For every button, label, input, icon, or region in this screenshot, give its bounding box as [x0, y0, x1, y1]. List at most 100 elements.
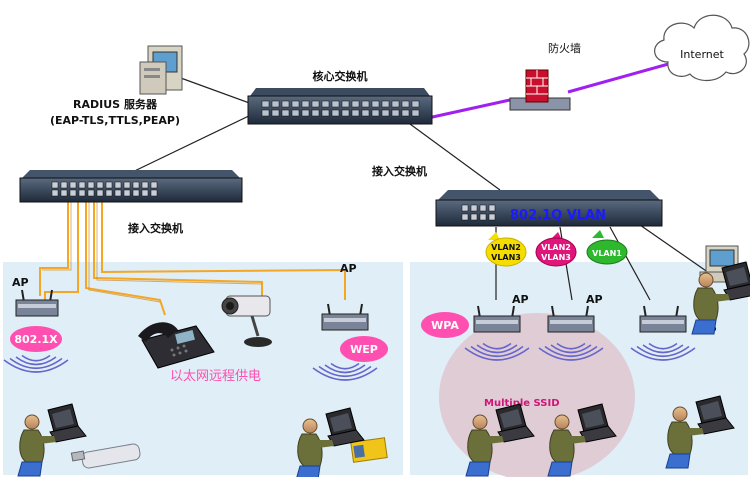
laptop-user	[547, 403, 617, 477]
radius-label-line2: (EAP-TLS,TTLS,PEAP)	[50, 114, 180, 127]
laptop-display	[582, 409, 604, 428]
vlan-tag-2: VLAN2 VLAN3	[535, 232, 577, 267]
switch-port	[301, 100, 310, 108]
vlan-tag-2-line1: VLAN2	[541, 243, 571, 252]
switch-port	[78, 181, 86, 189]
switch-port	[261, 100, 270, 108]
ip-phone	[138, 322, 215, 369]
ap-left-label: AP	[12, 276, 29, 289]
switch-port	[381, 109, 390, 117]
switch-port	[331, 109, 340, 117]
switch-port	[114, 189, 122, 197]
switch-port	[488, 204, 496, 212]
switch-port	[87, 189, 95, 197]
switch-port	[381, 100, 390, 108]
wifi-waves	[3, 342, 696, 381]
poe-caption: 以太网远程供电	[170, 369, 261, 384]
switch-port	[371, 109, 380, 117]
switch-port	[132, 189, 140, 197]
switch-port	[141, 181, 149, 189]
wifi-wave-arc	[324, 364, 366, 374]
multiple-ssid-label: Multiple SSID	[484, 398, 560, 409]
wifi-wave-arc	[3, 359, 69, 373]
user-arm	[38, 436, 56, 444]
user-chair	[691, 319, 717, 335]
wifi-wave-arc	[636, 345, 690, 358]
switch-port	[488, 213, 496, 221]
wifi-wave-arc	[330, 362, 360, 370]
switch-port	[311, 100, 320, 108]
wifi-wave-arc	[642, 344, 684, 354]
switch-port	[479, 213, 487, 221]
radius-label-line1: RADIUS 服务器	[73, 97, 158, 111]
core-switch-label: 核心交换机	[313, 69, 368, 83]
switch-port	[301, 109, 310, 117]
laptop-display	[52, 409, 74, 428]
firewall-label: 防火墙	[548, 41, 581, 55]
laptop-display	[330, 413, 352, 432]
core-switch-ports	[261, 100, 420, 117]
switch-port	[60, 189, 68, 197]
wifi-wave-arc	[464, 347, 530, 361]
switch-port	[461, 204, 469, 212]
switch-port	[411, 109, 420, 117]
switch-port	[479, 204, 487, 212]
poe-cables-dark	[42, 200, 263, 303]
user-body	[667, 421, 693, 455]
laptop-users	[17, 261, 750, 477]
user-chair	[296, 465, 321, 477]
wifi-wave-arc	[538, 347, 604, 361]
user-arm	[712, 294, 730, 302]
firewall-device: 防火墙	[509, 41, 581, 111]
switch-port	[105, 181, 113, 189]
vlan-tag-1-line2: VLAN3	[491, 253, 521, 262]
user-head	[672, 406, 688, 422]
laptop-display	[700, 401, 722, 420]
user-chair	[465, 461, 491, 477]
switch-port	[105, 189, 113, 197]
user-arm	[686, 428, 704, 436]
switch-port	[331, 100, 340, 108]
laptop-user	[665, 395, 735, 469]
switch-port	[371, 100, 380, 108]
vlan-tag-1: VLAN2 VLAN3	[485, 232, 527, 267]
switch-port	[271, 109, 280, 117]
access-switch-left-label: 接入交换机	[128, 221, 183, 235]
access-switch-right-ports	[461, 204, 496, 221]
access-switch-left-ports	[51, 181, 158, 197]
switch-port	[361, 100, 370, 108]
wifi-wave-arc	[630, 347, 696, 361]
vlan-tag-3: VLAN1	[586, 230, 628, 265]
switch-port	[321, 100, 330, 108]
laptop-display	[500, 409, 522, 428]
wifi-wave-arc	[648, 342, 678, 350]
wifi-wave-arc	[476, 344, 518, 354]
wireless-pc-card	[350, 437, 388, 463]
access-switch-right: 802.1Q VLAN 接入交换机	[372, 164, 663, 227]
wifi-wave-arc	[15, 356, 57, 366]
ap-left: AP	[12, 276, 59, 317]
switch-port	[261, 109, 270, 117]
user-arm	[316, 440, 334, 448]
radius-server: RADIUS 服务器 (EAP-TLS,TTLS,PEAP)	[50, 45, 183, 127]
vlan-tag-3-line1: VLAN1	[592, 249, 622, 258]
user-body	[693, 287, 719, 321]
switch-port	[141, 189, 149, 197]
switch-port	[78, 189, 86, 197]
wifi-wave-arc	[556, 342, 586, 350]
switch-port	[391, 100, 400, 108]
user-chair	[17, 461, 43, 477]
switch-port	[311, 109, 320, 117]
user-body	[19, 429, 45, 463]
ap-right-2: AP	[547, 293, 603, 333]
switch-port	[96, 181, 104, 189]
user-body	[467, 429, 493, 463]
core-switch: 核心交换机	[247, 69, 433, 125]
badge-wep-text: WEP	[350, 343, 378, 356]
laptop-user	[296, 407, 365, 477]
switch-port	[351, 109, 360, 117]
laptop-user	[691, 261, 750, 335]
switch-port	[470, 213, 478, 221]
user-head	[554, 414, 570, 430]
switch-port	[321, 109, 330, 117]
